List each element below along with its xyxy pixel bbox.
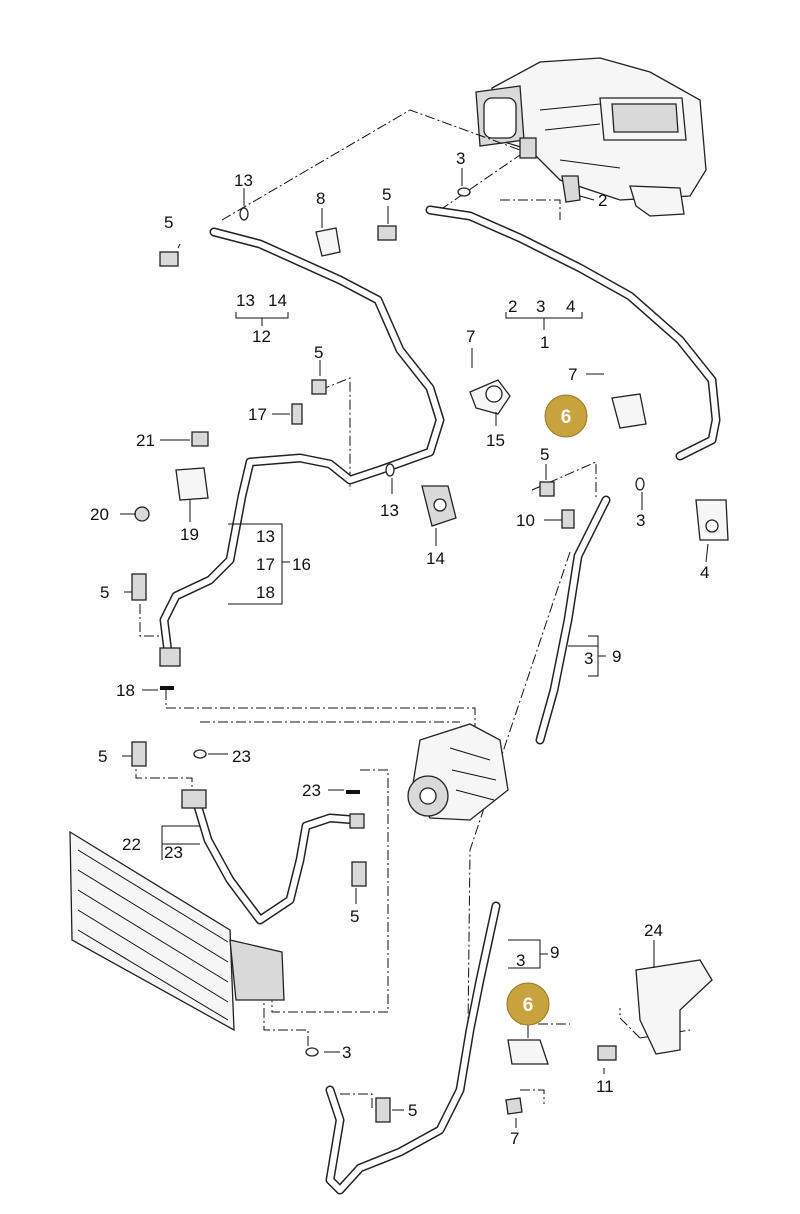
callout-5-d: 5	[540, 445, 549, 464]
callout-3-a: 3	[456, 149, 465, 168]
condenser	[69, 830, 285, 1032]
callout-8: 8	[316, 189, 325, 208]
callout-11: 11	[596, 1077, 614, 1096]
callout-13-group: 13	[236, 291, 255, 310]
callout-18-a: 18	[256, 583, 275, 602]
compressor	[407, 723, 509, 821]
callout-7-a: 7	[466, 327, 475, 346]
callout-3-c: 3	[584, 649, 593, 668]
callout-21: 21	[136, 431, 155, 450]
callout-23-a: 23	[232, 747, 251, 766]
callout-12: 12	[252, 327, 271, 346]
hoses	[159, 205, 721, 1195]
callout-4: 4	[700, 563, 709, 582]
callout-1: 1	[540, 333, 549, 352]
callout-13-top: 13	[234, 171, 253, 190]
callout-5-f: 5	[98, 747, 107, 766]
callout-15: 15	[486, 431, 505, 450]
callout-7-b: 7	[568, 365, 577, 384]
callout-14-group: 14	[268, 291, 287, 310]
reference-lines	[135, 109, 691, 1110]
callout-4-group: 4	[566, 297, 575, 316]
badge-6-lower-label: 6	[523, 995, 534, 1016]
callout-13-b: 13	[380, 501, 399, 520]
callout-5-g: 5	[350, 907, 359, 926]
callout-5-h: 5	[408, 1101, 417, 1120]
callout-3-e: 3	[342, 1043, 351, 1062]
callout-13-c: 13	[256, 527, 275, 546]
callout-16: 16	[292, 555, 311, 574]
callout-23-c: 23	[164, 843, 183, 862]
callout-20: 20	[90, 505, 109, 524]
callout-10: 10	[516, 511, 535, 530]
callout-5-e: 5	[100, 583, 109, 602]
callout-3-b: 3	[636, 511, 645, 530]
callout-5-b: 5	[382, 185, 391, 204]
callout-19: 19	[180, 525, 199, 544]
callout-17-a: 17	[248, 405, 267, 424]
badge-6-upper[interactable]: 6	[544, 394, 588, 438]
callout-5-c: 5	[314, 343, 323, 362]
callout-14: 14	[426, 549, 445, 568]
callout-labels: 13 5 8 3 5 2 13 14 12 2 3 4 1 7 5 7 17 2…	[90, 149, 709, 1148]
highlight-badges: 6 6	[506, 394, 588, 1026]
callout-23-b: 23	[302, 781, 321, 800]
callout-5-a: 5	[164, 213, 173, 232]
leader-lines	[120, 168, 709, 1128]
callout-17-b: 17	[256, 555, 275, 574]
callout-22: 22	[122, 835, 141, 854]
small-parts	[131, 175, 729, 1123]
callout-7-c: 7	[510, 1129, 519, 1148]
callout-3-group: 3	[536, 297, 545, 316]
callout-3-d: 3	[516, 951, 525, 970]
callout-18-b: 18	[116, 681, 135, 700]
callout-24: 24	[644, 921, 663, 940]
callout-2: 2	[598, 191, 607, 210]
callout-9-a: 9	[612, 647, 621, 666]
callout-2-group: 2	[508, 297, 517, 316]
badge-6-lower[interactable]: 6	[506, 982, 550, 1026]
badge-6-upper-label: 6	[561, 407, 572, 428]
callout-9-b: 9	[550, 943, 559, 962]
hvac-unit	[475, 57, 707, 217]
